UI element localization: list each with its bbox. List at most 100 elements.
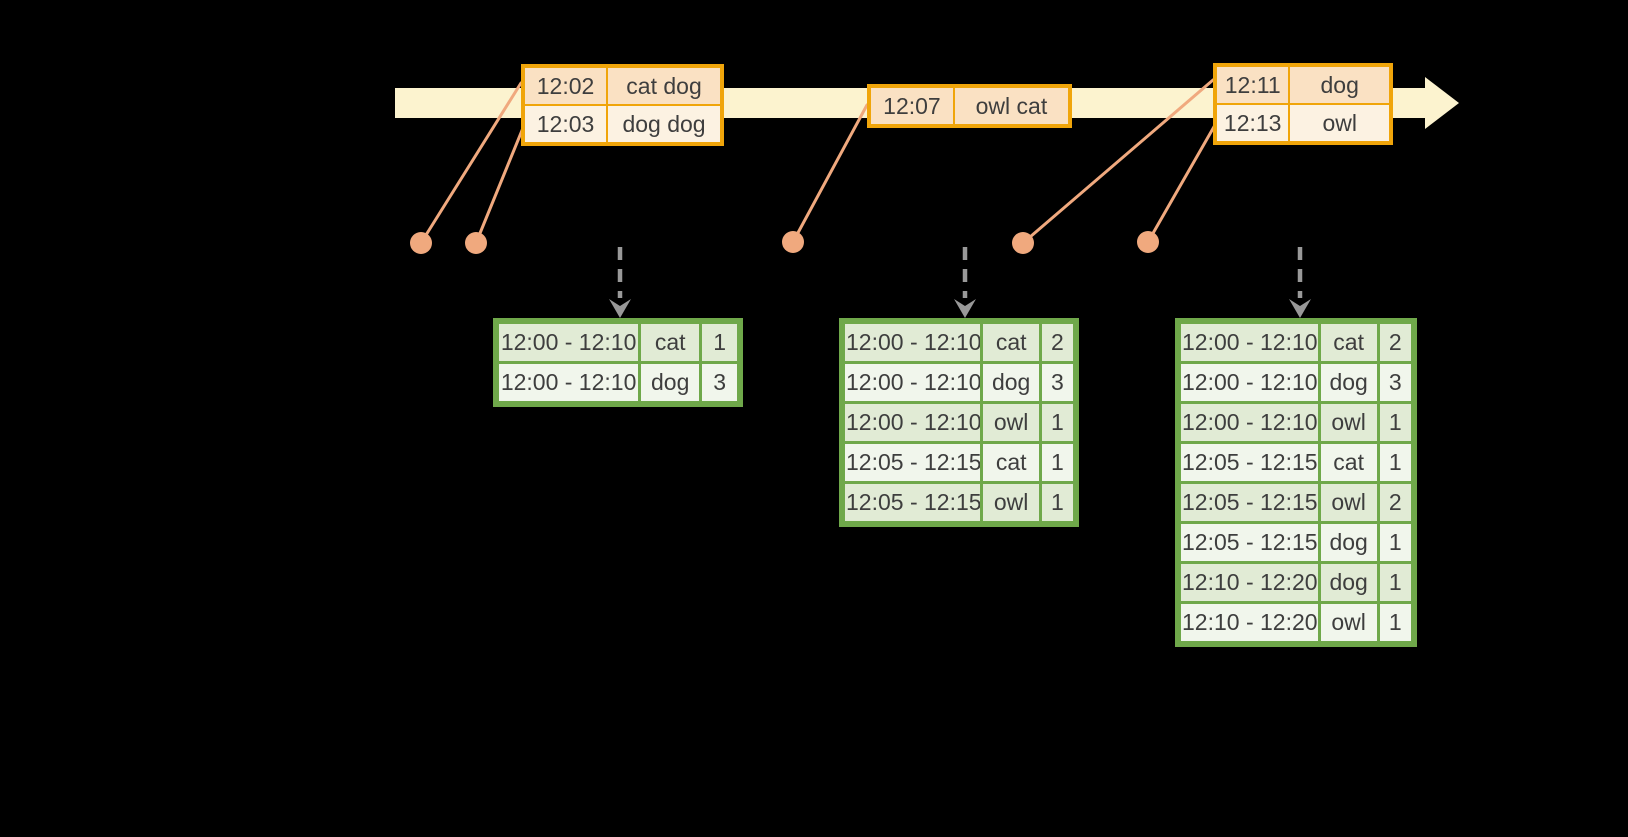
event-dot-icon xyxy=(1137,231,1159,253)
table-cell: 12:07 xyxy=(871,88,953,124)
table-cell: cat xyxy=(641,324,700,361)
table-cell: cat xyxy=(983,324,1039,361)
table-cell: 12:13 xyxy=(1217,105,1289,141)
table-cell: 3 xyxy=(1379,364,1411,401)
table-cell: 12:00 - 12:10 xyxy=(499,364,639,401)
table-cell: owl cat xyxy=(954,88,1068,124)
table-cell: 12:05 - 12:15 xyxy=(845,444,981,481)
table-cell: 1 xyxy=(702,324,737,361)
table-cell: owl xyxy=(1290,105,1389,141)
table-cell: 1 xyxy=(1379,604,1411,641)
table-cell: owl xyxy=(1320,604,1377,641)
table-cell: 12:02 xyxy=(525,68,607,104)
event-dot-icon xyxy=(782,231,804,253)
table-cell: owl xyxy=(983,404,1039,441)
event-line xyxy=(1146,123,1217,244)
table-cell: 12:10 - 12:20 xyxy=(1181,564,1318,601)
table-cell: 12:10 - 12:20 xyxy=(1181,604,1318,641)
table-cell: 12:00 - 12:10 xyxy=(499,324,639,361)
table-cell: 12:00 - 12:10 xyxy=(1181,364,1318,401)
event-dot-icon xyxy=(465,232,487,254)
table-cell: dog xyxy=(983,364,1039,401)
table-cell: cat xyxy=(983,444,1039,481)
table-cell: cat xyxy=(1320,444,1377,481)
table-cell: owl xyxy=(983,484,1039,521)
table-cell: 1 xyxy=(1379,524,1411,561)
table-cell: 1 xyxy=(1041,404,1073,441)
trigger-arrow-head xyxy=(954,299,976,318)
event-line xyxy=(474,126,525,245)
table-cell: 2 xyxy=(1379,484,1411,521)
event-line xyxy=(1021,78,1215,245)
trigger-down-arrow-icon xyxy=(1289,247,1311,318)
table-cell: dog xyxy=(1320,364,1377,401)
table-cell: 1 xyxy=(1041,444,1073,481)
table-cell: dog xyxy=(1320,524,1377,561)
table-cell: 12:00 - 12:10 xyxy=(845,324,981,361)
timeline-right-arrowhead-icon xyxy=(1425,77,1459,129)
table-cell: dog xyxy=(1290,67,1389,103)
table-cell: 3 xyxy=(702,364,737,401)
table-cell: 12:00 - 12:10 xyxy=(845,404,981,441)
table-cell: owl xyxy=(1320,404,1377,441)
table-cell: 3 xyxy=(1041,364,1073,401)
table-cell: owl xyxy=(1320,484,1377,521)
table-cell: dog xyxy=(1320,564,1377,601)
table-cell: cat xyxy=(1320,324,1377,361)
table-cell: 12:11 xyxy=(1217,67,1289,103)
table-cell: 1 xyxy=(1379,564,1411,601)
trigger-down-arrow-icon xyxy=(609,247,631,318)
trigger-arrow-head xyxy=(609,299,631,318)
table-cell: 12:05 - 12:15 xyxy=(845,484,981,521)
table-cell: 12:00 - 12:10 xyxy=(1181,324,1318,361)
event-line xyxy=(419,81,523,245)
table-cell: dog xyxy=(641,364,700,401)
table-cell: 12:05 - 12:15 xyxy=(1181,484,1318,521)
table-cell: 1 xyxy=(1041,484,1073,521)
table-cell: 12:05 - 12:15 xyxy=(1181,524,1318,561)
trigger-down-arrow-icon xyxy=(954,247,976,318)
table-cell: cat dog xyxy=(608,68,720,104)
table-cell: 12:00 - 12:10 xyxy=(1181,404,1318,441)
table-cell: 12:05 - 12:15 xyxy=(1181,444,1318,481)
table-cell: 2 xyxy=(1379,324,1411,361)
table-cell: 12:00 - 12:10 xyxy=(845,364,981,401)
trigger-arrow-head xyxy=(1289,299,1311,318)
event-line xyxy=(791,103,869,244)
table-cell: 1 xyxy=(1379,404,1411,441)
table-cell: 12:03 xyxy=(525,106,607,142)
